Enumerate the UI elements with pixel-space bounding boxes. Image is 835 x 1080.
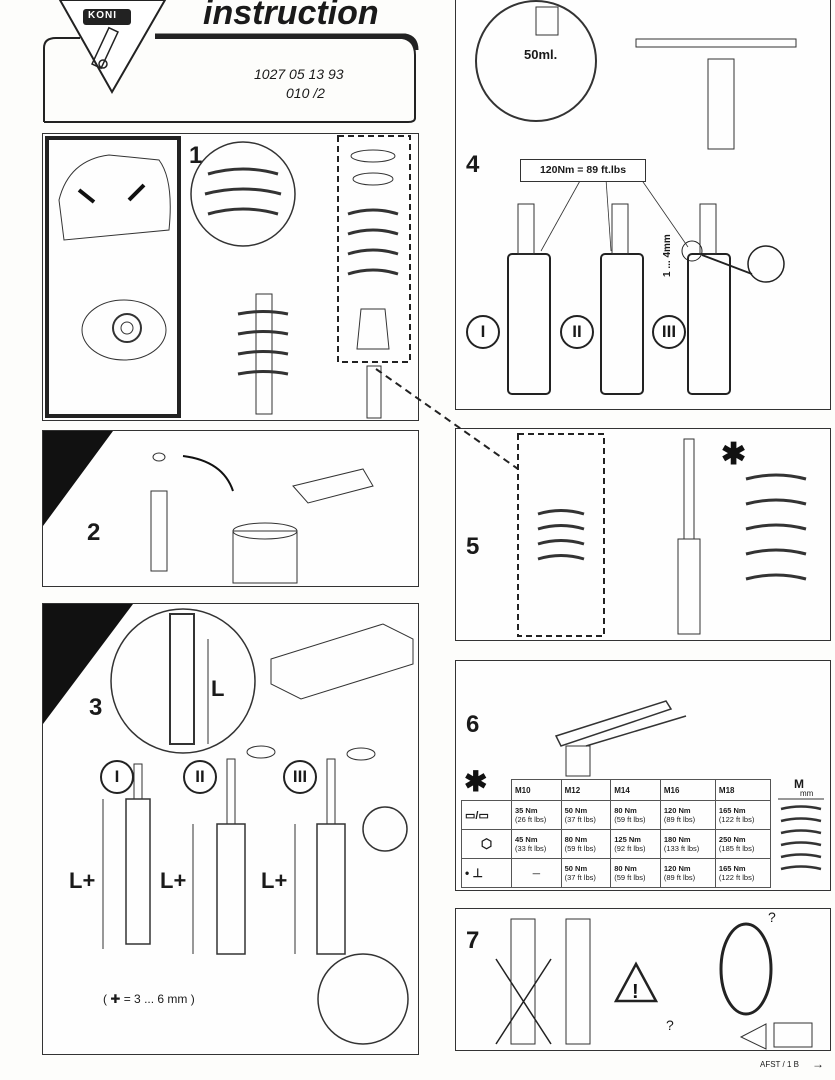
column-header: M16 — [659, 779, 716, 801]
wrench-diagram: ✱ — [464, 700, 824, 871]
column-header: M18 — [714, 779, 772, 801]
nut-icon: ⬡ — [461, 829, 512, 859]
tolerance-note: ( ✚ = 3 ... 6 mm ) — [103, 992, 195, 1006]
column-header: M14 — [610, 779, 661, 801]
torque-callout: 120Nm = 89 ft.lbs — [520, 159, 646, 182]
step-7-panel: ! 7 ? ? — [455, 908, 831, 1051]
step-4-panel: 50ml. 4 120Nm = 89 ft.lbs 1 ... 4mm I II… — [455, 0, 831, 410]
brand-logo-text: KONI — [88, 10, 117, 21]
thread-unit: mm — [800, 789, 814, 798]
oil-quantity: 50ml. — [524, 47, 558, 62]
page-reference: AFST / 1 B — [760, 1060, 799, 1069]
koni-logo — [43, 0, 419, 123]
length-plus-label: L+ — [160, 868, 187, 893]
step-number: 7 — [466, 927, 480, 954]
alignment-diagram: ! — [495, 918, 813, 1050]
step-number: 1 — [189, 142, 203, 169]
table-cell: 45 Nm(33 ft lbs) — [511, 829, 562, 859]
table-row: ▭/▭ 35 Nm(26 ft lbs) 50 Nm(37 ft lbs) 80… — [461, 800, 772, 830]
svg-text:✱: ✱ — [464, 766, 487, 797]
step-number: 5 — [466, 533, 480, 560]
step-6-panel: ✱ 6 M mm M10 M12 M14 M16 M18 ▭/▭ 35 Nm(2… — [455, 660, 831, 891]
table-cell: 125 Nm(92 ft lbs) — [610, 829, 661, 859]
step-number: 4 — [466, 151, 480, 178]
step-1-panel: 1 — [42, 133, 419, 421]
variant-i: I — [100, 760, 134, 794]
table-cell: 50 Nm(37 ft lbs) — [560, 800, 612, 830]
step-5-panel: ✱ 5 — [375, 368, 831, 641]
torque-mount-diagram — [475, 0, 797, 395]
remove-shock-diagram — [43, 431, 374, 584]
table-cell: 250 Nm(185 ft lbs) — [714, 829, 772, 859]
table-cell: 120 Nm(89 ft lbs) — [659, 858, 716, 888]
table-cell: 80 Nm(59 ft lbs) — [610, 800, 661, 830]
shock-length-diagram — [43, 604, 414, 1045]
table-cell: 50 Nm(37 ft lbs) — [560, 858, 612, 888]
table-cell: 180 Nm(133 ft lbs) — [659, 829, 716, 859]
spring-compressor-diagram — [190, 135, 411, 419]
next-page-arrow-icon: → — [812, 1057, 824, 1071]
variant-ii: II — [183, 760, 217, 794]
nut-washer-icon: ▭/▭ — [461, 800, 512, 830]
table-cell: 80 Nm(59 ft lbs) — [560, 829, 612, 859]
table-cell: 165 Nm(122 ft lbs) — [714, 858, 772, 888]
step-number: 6 — [466, 711, 480, 738]
table-cell: 80 Nm(59 ft lbs) — [610, 858, 661, 888]
step-3-panel: 3 L I II III L+ L+ L+ ( ✚ = 3 ... 6 mm ) — [42, 603, 419, 1055]
gap-label: 1 ... 4mm — [662, 234, 673, 277]
table-cell: 120 Nm(89 ft lbs) — [659, 800, 716, 830]
revision: 010 /2 — [286, 85, 325, 101]
table-cell: — — [511, 858, 562, 888]
question-mark: ? — [666, 1017, 674, 1033]
table-cell: 165 Nm(122 ft lbs) — [714, 800, 772, 830]
question-mark: ? — [768, 909, 776, 925]
document-title: instruction — [203, 0, 379, 32]
step-2-panel: 2 — [42, 430, 419, 587]
column-header: M12 — [560, 779, 612, 801]
vehicle-location-illustration — [45, 136, 181, 418]
torque-table: M10 M12 M14 M16 M18 ▭/▭ 35 Nm(26 ft lbs)… — [461, 779, 772, 888]
svg-text:!: ! — [632, 981, 639, 1003]
svg-text:✱: ✱ — [721, 438, 746, 471]
length-plus-label: L+ — [261, 868, 288, 893]
bolt-icon: • ⊥ — [461, 858, 512, 888]
assembly-diagram: ✱ — [375, 368, 807, 637]
column-header: M10 — [511, 779, 562, 801]
variant-i: I — [466, 315, 500, 349]
variant-iii: III — [283, 760, 317, 794]
table-row: • ⊥ — 50 Nm(37 ft lbs) 80 Nm(59 ft lbs) … — [461, 858, 772, 888]
step-number: 2 — [87, 519, 101, 546]
length-plus-label: L+ — [69, 868, 96, 893]
length-label: L — [211, 676, 225, 701]
part-number: 1027 05 13 93 — [254, 66, 344, 82]
table-cell: 35 Nm(26 ft lbs) — [511, 800, 562, 830]
step-number: 3 — [89, 694, 103, 721]
table-row: ⬡ 45 Nm(33 ft lbs) 80 Nm(59 ft lbs) 125 … — [461, 829, 772, 859]
variant-ii: II — [560, 315, 594, 349]
variant-iii: III — [652, 315, 686, 349]
thread-label: M — [794, 777, 804, 791]
